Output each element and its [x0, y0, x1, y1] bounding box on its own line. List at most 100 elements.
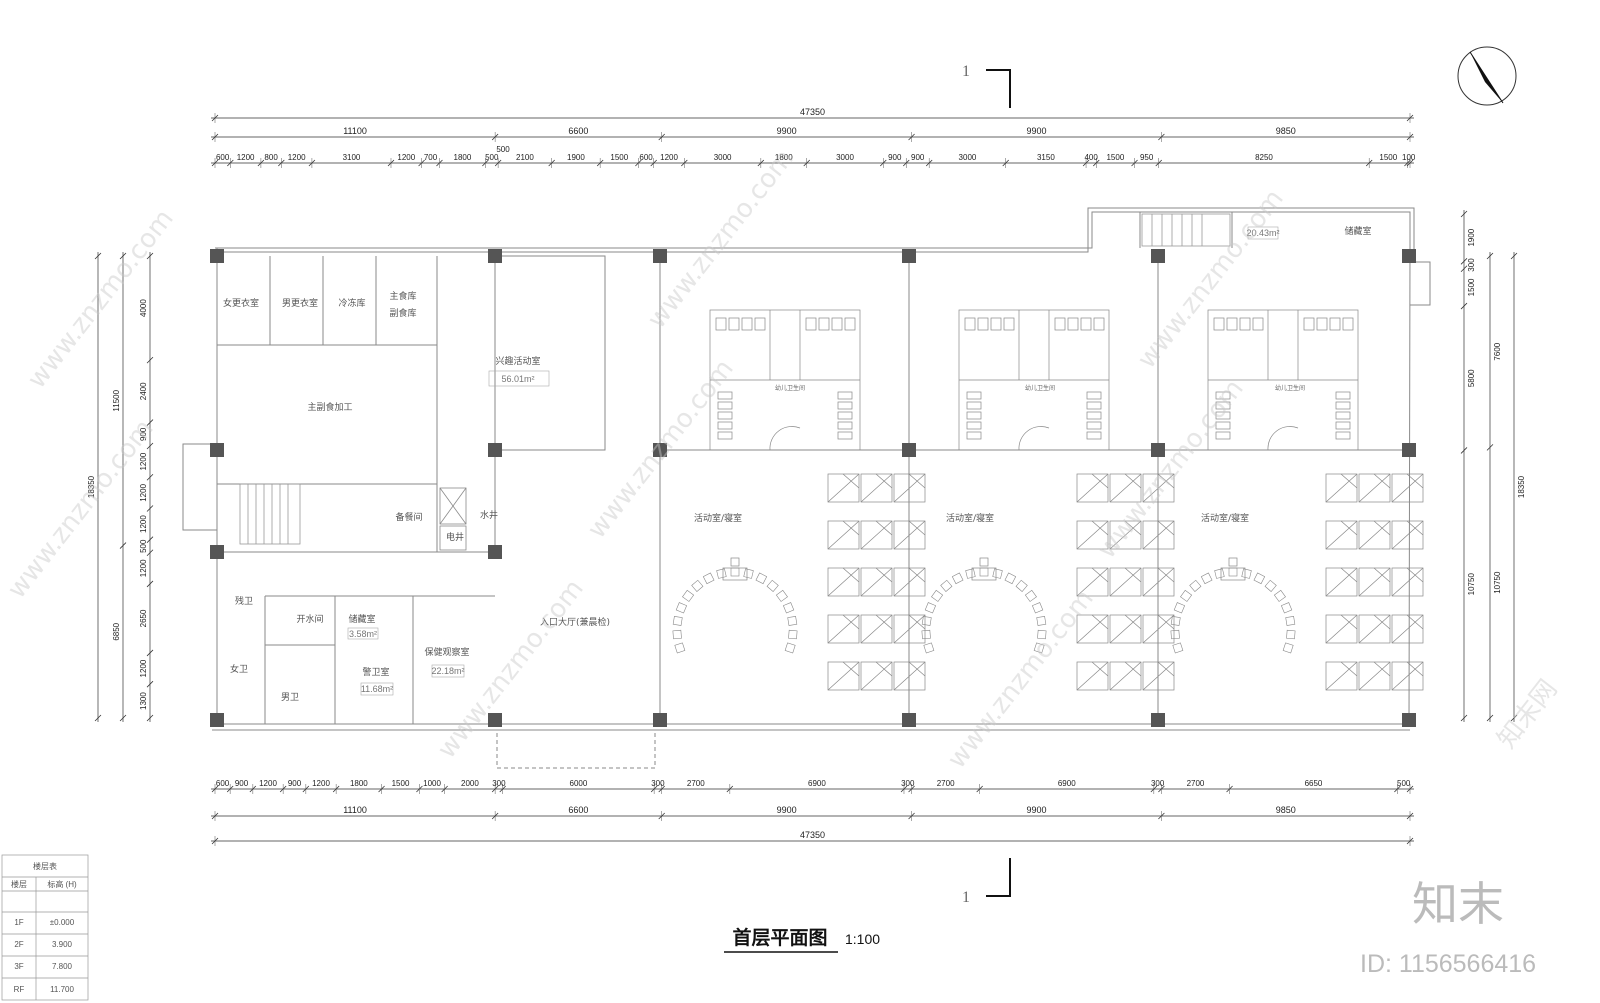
room-health: 保健观察室 [424, 646, 469, 658]
sink-fixture [1335, 391, 1351, 400]
bed [1325, 520, 1358, 550]
dim-bottom-mid-label: 6600 [568, 805, 588, 815]
floor-row-elev: ±0.000 [50, 918, 75, 927]
column [1151, 249, 1165, 263]
sink-fixture [1215, 401, 1231, 410]
bed-diagonal [1091, 614, 1109, 630]
dim-bottom-mid-label: 9900 [1026, 805, 1046, 815]
sink-fixture [717, 401, 733, 410]
toilet-fixture [990, 317, 1002, 331]
floor-table-col-floor: 楼层 [11, 879, 27, 889]
dim-left-mid-label: 6850 [112, 622, 121, 640]
dim-top-detail-label: 2100 [516, 153, 534, 162]
dim-bottom-detail-label: 6900 [1058, 779, 1076, 788]
floor-row-elev: 7.800 [52, 962, 73, 971]
seat [923, 642, 935, 654]
bed-diagonal [1325, 520, 1358, 550]
bed [1142, 614, 1175, 644]
bed-diagonal [875, 614, 893, 630]
bed-diagonal [827, 567, 860, 597]
watermark-site-8: www.znzmo.com [942, 584, 1100, 774]
column [902, 443, 916, 457]
sink-fixture [1335, 421, 1351, 430]
dim-top-detail-label: 3000 [959, 153, 977, 162]
dim-right-mid-label: 10750 [1493, 571, 1502, 594]
seat [1173, 602, 1186, 614]
seat [755, 572, 768, 585]
dim-top-detail-label: 3000 [836, 153, 854, 162]
bed [1076, 661, 1109, 691]
sink-fixture [837, 421, 853, 430]
seat [924, 602, 937, 614]
sink-fixture [1335, 431, 1351, 440]
toilet-fixture [964, 317, 976, 331]
bed-diagonal [1091, 520, 1109, 536]
seat [921, 629, 931, 640]
column [210, 249, 224, 263]
bed-diagonal [842, 661, 860, 677]
dim-left-total-tick [94, 714, 102, 722]
seat [682, 589, 695, 602]
building-walls [182, 207, 1431, 769]
seat [691, 579, 704, 592]
drawing-scale: 1:100 [845, 931, 880, 947]
seat [921, 616, 932, 626]
dim-left-mid-tick [119, 542, 127, 549]
dim-top-mid-label: 9850 [1276, 126, 1296, 136]
dim-left-detail-label: 1200 [139, 452, 148, 470]
sink-fixture [717, 421, 733, 430]
bed [1325, 661, 1358, 691]
dim-bottom-detail-label: 6650 [1305, 779, 1323, 788]
stair-left [239, 483, 301, 545]
dim-left-detail-tick [146, 356, 154, 364]
dim-top-detail-label: 3150 [1037, 153, 1055, 162]
bed-diagonal [827, 520, 860, 550]
bed [860, 520, 893, 550]
bed-diagonal [1109, 614, 1142, 644]
bed-diagonal [1109, 661, 1142, 691]
bed [1358, 661, 1391, 691]
bed-diagonal [827, 661, 860, 691]
dim-left-detail-tick [146, 419, 154, 426]
floor-level-table [1, 854, 89, 1001]
dim-bottom-detail-label: 2700 [1187, 779, 1205, 788]
room-water-well: 水井 [480, 509, 498, 521]
sink-fixture [1086, 401, 1102, 410]
dim-right-mid-tick [1486, 252, 1494, 260]
room-staple-store: 主食库 [389, 290, 416, 302]
bed-diagonal [1157, 567, 1175, 583]
dim-bottom-detail-label: 2700 [687, 779, 705, 788]
room-lobby: 入口大厅(兼晨检) [540, 616, 610, 628]
sink-fixture [1086, 431, 1102, 440]
sink-fixture [1215, 431, 1231, 440]
dim-top-detail-label: 1800 [775, 153, 793, 162]
bed-diagonal [1358, 520, 1391, 550]
sink-fixture [966, 391, 982, 400]
dim-left-mid-label: 11500 [112, 389, 121, 411]
dim-right-total-tick [1510, 714, 1518, 722]
bed [827, 567, 860, 597]
toilet-fixture [1003, 317, 1015, 331]
dim-right-total-label: 18350 [1517, 475, 1526, 498]
teacher-chair [1228, 557, 1238, 567]
dim-top-detail-label: 3100 [343, 153, 361, 162]
floor-table-header: 楼层表 [33, 861, 57, 871]
room-water: 开水间 [296, 613, 323, 625]
section-label-bottom: 1 [962, 889, 970, 906]
bed-diagonal [893, 473, 926, 503]
toilet-fixture [805, 317, 817, 331]
bed-diagonal [1373, 661, 1391, 677]
dim-right-detail-label: 1500 [1467, 278, 1476, 296]
dim-left-detail-label: 500 [139, 539, 148, 553]
dim-right-detail-tick [1460, 258, 1468, 265]
dim-right-mid-tick [1486, 714, 1494, 722]
room-main-kitchen: 主副食加工 [307, 401, 352, 413]
bed [1142, 567, 1175, 597]
dim-bottom-detail-label: 2700 [937, 779, 955, 788]
sink-fixture [1215, 421, 1231, 430]
bed-diagonal [1391, 520, 1424, 550]
floor-row-floor: 3F [14, 962, 23, 971]
seat [1228, 567, 1238, 577]
drawing-title: 首层平面图 [732, 926, 827, 949]
door-swing [1018, 426, 1050, 451]
